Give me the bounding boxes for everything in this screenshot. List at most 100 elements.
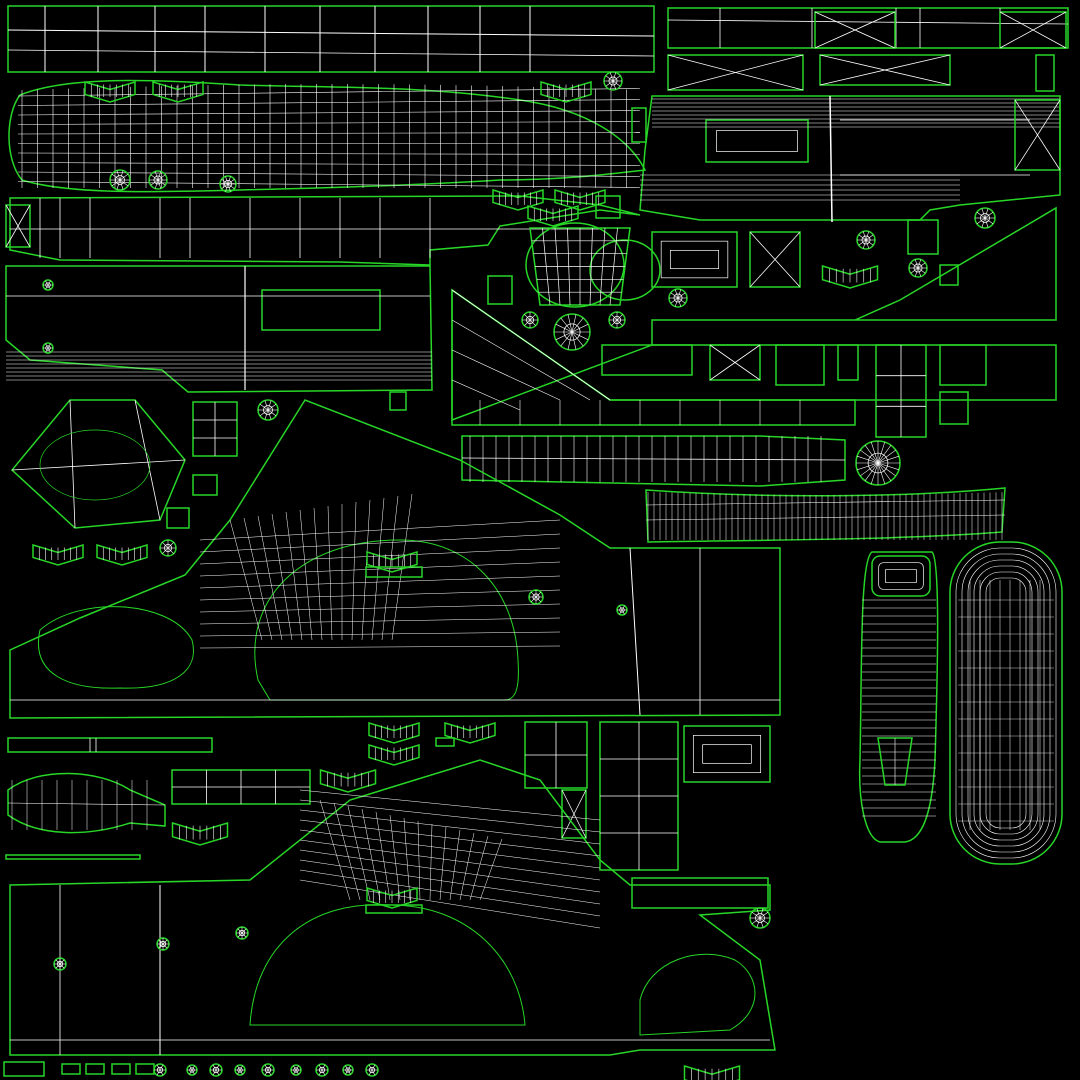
- wire-edge: [862, 231, 867, 241]
- small-tab: [907, 219, 939, 255]
- wire-edge: [154, 171, 159, 181]
- end-cap: [5, 204, 31, 248]
- hinge-panel: [819, 54, 951, 86]
- wire-edge: [759, 911, 769, 919]
- wire-edge: [111, 173, 121, 181]
- wire-edge: [69, 399, 76, 529]
- wire-edge: [530, 596, 537, 603]
- wire-edge: [814, 11, 896, 49]
- wire-edge: [756, 908, 761, 919]
- wire-edge: [7, 802, 166, 806]
- wire-edge: [17, 99, 641, 106]
- wire-edge: [239, 1069, 243, 1075]
- wire-edge: [984, 211, 994, 219]
- wire-edge: [111, 179, 121, 187]
- wire-edge: [856, 462, 879, 471]
- tiny-strip: [61, 1063, 81, 1075]
- wire-edge: [47, 280, 51, 286]
- wire-edge: [299, 859, 601, 905]
- wing-triangle: [451, 206, 1057, 422]
- wire-edge: [535, 591, 542, 598]
- wire-edge: [858, 234, 867, 241]
- thin-strip: [5, 854, 141, 860]
- wire-edge: [751, 911, 761, 919]
- wire-edge: [864, 462, 879, 481]
- cabin-panel: [5, 265, 433, 393]
- wire-edge: [157, 171, 162, 181]
- tub-ring: [967, 559, 1045, 847]
- wire-edge: [877, 462, 886, 485]
- wire-edge: [759, 917, 769, 925]
- wire-edge: [429, 823, 433, 901]
- wire-edge: [371, 1069, 376, 1076]
- wire-edge: [914, 259, 919, 269]
- wire-edge: [227, 183, 231, 192]
- wire-edge: [17, 152, 641, 155]
- wire-edge: [865, 234, 874, 241]
- small-tab: [192, 474, 218, 496]
- tub-ring: [985, 577, 1027, 829]
- inner-frame: [669, 249, 720, 270]
- wire-edge: [241, 928, 247, 934]
- wire-edge: [264, 1069, 269, 1076]
- wire-edge: [199, 645, 561, 649]
- wire-edge: [167, 547, 174, 554]
- wire-edge: [264, 400, 269, 411]
- inner-frame: [884, 568, 918, 584]
- wire-edge: [47, 284, 51, 290]
- wire-edge: [17, 132, 641, 135]
- wire-edge: [241, 932, 247, 938]
- wire-edge: [459, 832, 475, 901]
- wire-edge: [981, 217, 986, 228]
- wire-edge: [609, 72, 614, 82]
- wire-edge: [116, 170, 121, 181]
- wire-edge: [299, 839, 601, 881]
- wire-edge: [347, 1069, 351, 1075]
- wire-edge: [829, 95, 833, 223]
- frame-panel: [651, 231, 738, 288]
- wire-edge: [571, 323, 589, 333]
- tub-ring: [955, 547, 1057, 859]
- inner-frame: [702, 744, 752, 764]
- wire-edge: [116, 179, 121, 190]
- wire-edge: [877, 462, 900, 471]
- wire-edge: [612, 72, 617, 82]
- wire-edge: [267, 409, 277, 417]
- wire-edge: [451, 349, 561, 401]
- wire-edge: [119, 179, 124, 190]
- wire-edge: [162, 939, 168, 945]
- fuselage-mesh: [8, 79, 647, 193]
- wire-edge: [267, 400, 272, 411]
- small-tab: [487, 275, 513, 305]
- wire-edge: [819, 54, 951, 86]
- small-tab: [939, 391, 969, 425]
- wire-edge: [984, 217, 994, 225]
- wire-edge: [469, 835, 489, 901]
- wire-edge: [150, 174, 159, 181]
- wire-edge: [749, 231, 801, 288]
- wire-edge: [611, 319, 618, 326]
- wire-edge: [229, 519, 263, 641]
- wire-edge: [347, 805, 371, 901]
- wire-edge: [917, 267, 922, 277]
- wire-edge: [862, 239, 867, 249]
- wire-edge: [17, 181, 641, 188]
- wire-edge: [285, 511, 303, 641]
- wire-edge: [751, 917, 761, 925]
- wire-edge: [917, 262, 926, 269]
- wire-edge: [389, 814, 401, 901]
- tub-shell: [949, 541, 1063, 865]
- wire-edge: [47, 347, 51, 353]
- wire-edge: [271, 513, 293, 641]
- wire-edge: [347, 1065, 351, 1071]
- wire-edge: [327, 505, 333, 641]
- wire-edge: [571, 331, 589, 341]
- tub-ring: [961, 553, 1051, 853]
- wire-edge: [237, 932, 243, 938]
- cross-panel: [561, 789, 587, 839]
- wire-edge: [870, 462, 879, 485]
- wire-edge: [984, 217, 989, 228]
- wire-edge: [159, 1064, 164, 1071]
- wire-edge: [299, 789, 601, 821]
- wire-edge: [612, 80, 617, 90]
